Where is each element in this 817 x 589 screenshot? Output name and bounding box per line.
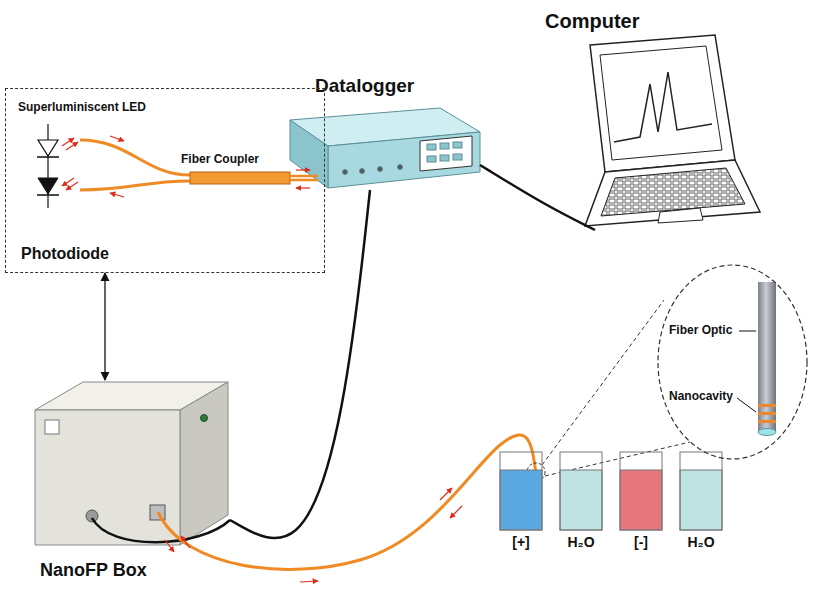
node-label: Nanocavity bbox=[669, 390, 733, 404]
fiber-tip bbox=[737, 282, 776, 436]
optical-link-arrow bbox=[104, 273, 105, 380]
node-label: Fiber Coupler bbox=[181, 153, 259, 167]
node-label: H₂O bbox=[676, 534, 726, 550]
computer: Computer bbox=[545, 8, 745, 230]
node-label: Computer bbox=[545, 10, 639, 33]
node-label: H₂O bbox=[556, 534, 606, 550]
beaker: [+] bbox=[496, 448, 546, 554]
signal-cable bbox=[230, 190, 370, 538]
beaker: [-] bbox=[616, 448, 666, 554]
cable-stub bbox=[92, 518, 230, 542]
beaker: H₂O bbox=[676, 448, 726, 554]
zoom-outline bbox=[655, 262, 810, 462]
nanofp-device bbox=[35, 382, 228, 545]
node-label: NanoFP Box bbox=[40, 560, 147, 581]
signal-cable bbox=[480, 165, 595, 230]
node-label: Photodiode bbox=[21, 245, 109, 263]
laptop bbox=[585, 35, 760, 226]
node-label: Superluminiscent LED bbox=[18, 101, 146, 115]
node-label: [-] bbox=[616, 534, 666, 550]
optics-module: Superluminiscent LED Photodiode Fiber Coup… bbox=[5, 88, 325, 273]
zoom-line bbox=[542, 300, 664, 465]
fiber-coupler: Fiber Coupler bbox=[176, 151, 301, 191]
node-label: Fiber Optic bbox=[669, 324, 732, 338]
datalogger: Datalogger bbox=[285, 75, 480, 190]
nanofp-box: NanoFP Box bbox=[30, 380, 230, 585]
beakers bbox=[500, 452, 722, 530]
beaker: H₂O bbox=[556, 448, 606, 554]
node-label: Datalogger bbox=[315, 75, 414, 97]
light-source-circuit bbox=[37, 124, 318, 208]
datalogger-device bbox=[290, 108, 480, 188]
node-label: [+] bbox=[496, 534, 546, 550]
zoom-callout: Fiber OpticNanocavity bbox=[655, 262, 810, 462]
optical-fiber bbox=[158, 435, 536, 569]
